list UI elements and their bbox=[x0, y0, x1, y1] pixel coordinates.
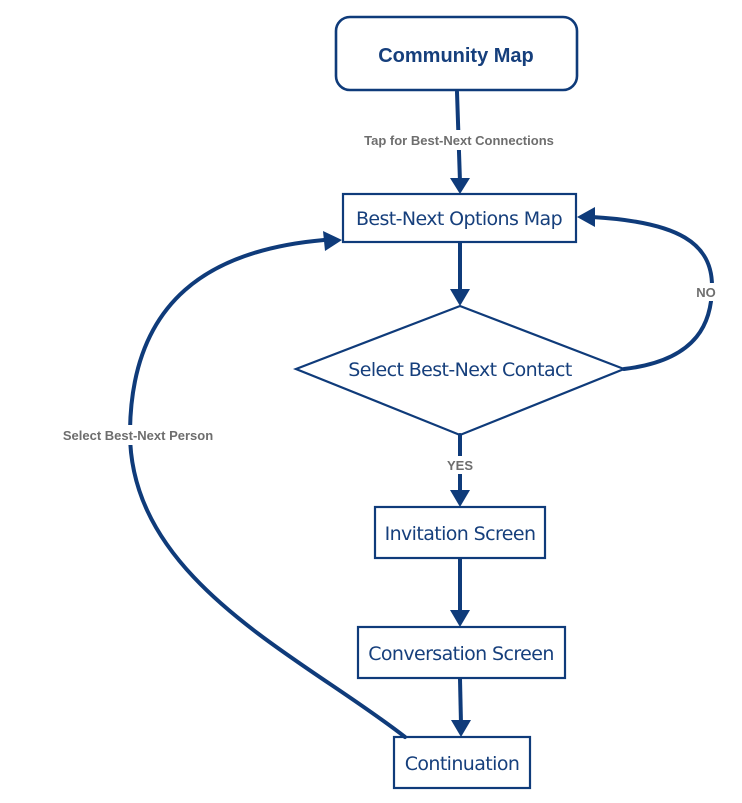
edge-label-select-person: Select Best-Next Person bbox=[63, 428, 213, 443]
edge-label-tap-bg bbox=[344, 130, 574, 150]
edge-label-select-person-bg bbox=[45, 425, 230, 445]
edge-label-no: NO bbox=[696, 285, 716, 300]
node-best-next-options-map-label: Best-Next Options Map bbox=[356, 208, 563, 230]
edge-invitation-to-conversation-arrowhead bbox=[450, 610, 470, 627]
node-continuation-label: Continuation bbox=[405, 753, 520, 775]
node-select-best-next-contact: Select Best-Next Contact bbox=[292, 304, 628, 437]
node-continuation: Continuation bbox=[392, 735, 532, 790]
node-continuation-box bbox=[392, 735, 532, 790]
node-select-best-next-contact-label: Select Best-Next Contact bbox=[348, 359, 572, 381]
edge-conversation-to-continuation bbox=[451, 677, 471, 737]
node-community-map-label: Community Map bbox=[378, 45, 534, 67]
edge-community-to-options-arrowhead bbox=[450, 178, 470, 194]
edge-options-to-select-arrowhead bbox=[450, 289, 470, 306]
node-invitation-screen: Invitation Screen bbox=[373, 505, 547, 560]
edge-invitation-to-conversation bbox=[450, 557, 470, 627]
edge-select-yes-arrowhead bbox=[450, 490, 470, 507]
node-conversation-screen-label: Conversation Screen bbox=[368, 643, 554, 665]
edge-continuation-loop-arrowhead bbox=[323, 231, 342, 251]
node-best-next-options-map-box bbox=[341, 192, 578, 244]
edge-label-yes-bg bbox=[440, 456, 480, 474]
node-community-map-box bbox=[334, 15, 579, 92]
node-conversation-screen-box bbox=[356, 625, 567, 680]
node-community-map: Community Map bbox=[334, 15, 579, 92]
edge-select-no-loop-arrowhead bbox=[577, 207, 595, 227]
edge-label-yes: YES bbox=[447, 458, 473, 473]
edge-label-no-bg bbox=[690, 283, 722, 301]
node-invitation-screen-label: Invitation Screen bbox=[385, 523, 536, 545]
edge-options-to-select bbox=[450, 241, 470, 306]
node-best-next-options-map: Best-Next Options Map bbox=[341, 192, 578, 244]
edge-label-tap: Tap for Best-Next Connections bbox=[364, 133, 554, 148]
node-conversation-screen: Conversation Screen bbox=[356, 625, 567, 680]
edge-conversation-to-continuation-arrowhead bbox=[451, 720, 471, 737]
edge-conversation-to-continuation-line bbox=[458, 677, 463, 726]
